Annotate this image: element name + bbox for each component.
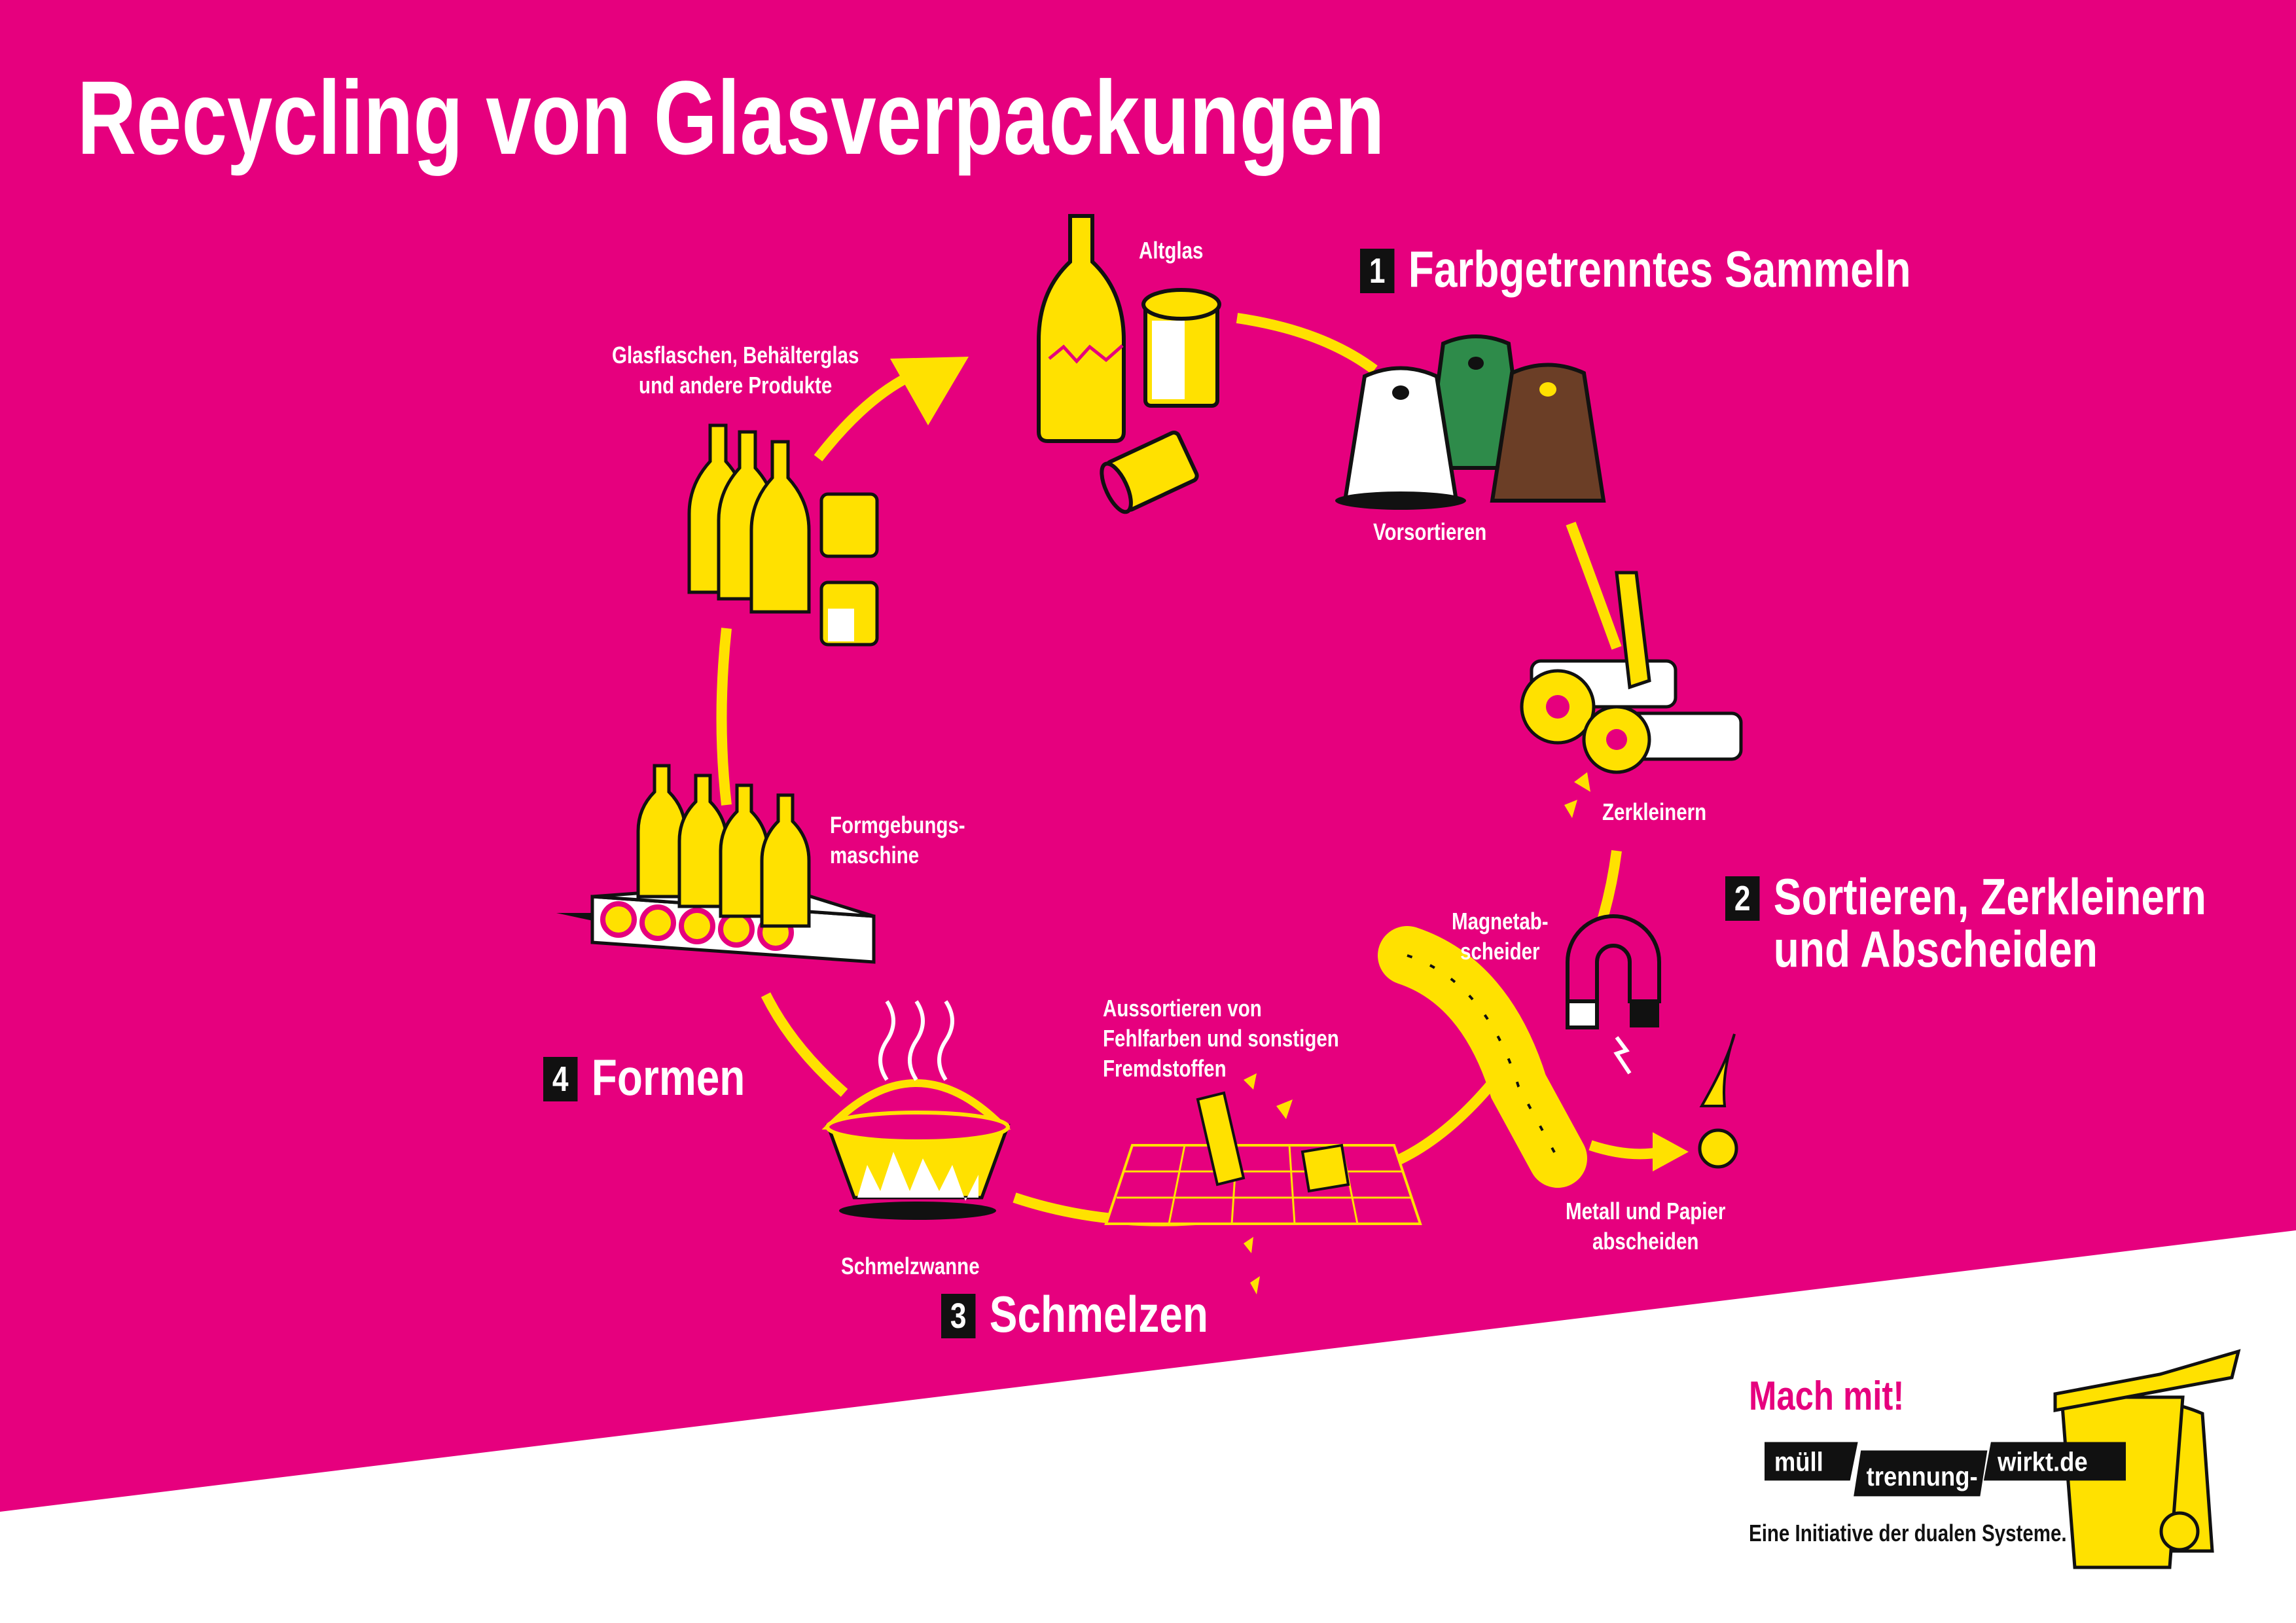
fallen-jar-icon xyxy=(1100,431,1199,514)
cycle-arrowhead xyxy=(890,357,969,425)
label-magnetabscheider: Magnetab-scheider xyxy=(1452,906,1549,967)
step-3-title: Schmelzen xyxy=(989,1285,1208,1343)
label-metall-papier: Metall und Papier abscheiden xyxy=(1566,1196,1725,1257)
step-1-heading: 1 Farbgetrenntes Sammeln xyxy=(1360,239,1911,300)
muelltrennung-logo: müll trennung- wirkt.de xyxy=(1765,1442,2126,1497)
step-4-number: 4 xyxy=(543,1057,578,1101)
conveyor-tube-icon xyxy=(1378,926,1587,1188)
metal-paper-output-icon xyxy=(1588,1033,1738,1171)
step-4-title: Formen xyxy=(591,1048,745,1106)
forming-machine-icon xyxy=(556,764,876,964)
white-bin-icon xyxy=(1335,366,1466,510)
magnet-icon xyxy=(1566,914,1661,1075)
label-aussort-line-2: Fehlfarben und sonstigen xyxy=(1103,1025,1339,1052)
step-2-title-line-2: und Abscheiden xyxy=(1773,920,2098,978)
sorting-grid-icon xyxy=(1104,1073,1422,1294)
label-magnet-line-2: scheider xyxy=(1460,938,1540,965)
melting-tank-icon xyxy=(821,1000,1011,1220)
label-magnet-line-1: Magnetab- xyxy=(1452,908,1549,935)
step-1-number: 1 xyxy=(1360,249,1395,293)
yellow-bin-icon xyxy=(2053,1349,2241,1569)
label-altglas: Altglas xyxy=(1139,237,1204,264)
shredder-icon xyxy=(1520,571,1743,818)
step-2-number: 2 xyxy=(1725,876,1760,921)
logo-part-3: wirkt.de xyxy=(1997,1448,2088,1477)
step-3-heading: 3 Schmelzen xyxy=(941,1284,1208,1346)
label-formgebung: Formgebungs-maschine xyxy=(830,810,965,870)
logo-part-1: müll xyxy=(1774,1448,1823,1477)
label-aussort-line-3: Fremdstoffen xyxy=(1103,1055,1227,1082)
step-2-title-line-1: Sortieren, Zerkleinern xyxy=(1773,868,2206,925)
step-3-number: 3 xyxy=(941,1294,976,1338)
label-form-line-1: Formgebungs- xyxy=(830,812,965,838)
step-1-title: Farbgetrenntes Sammeln xyxy=(1408,240,1911,298)
label-form-line-2: maschine xyxy=(830,842,920,868)
brown-bin-icon xyxy=(1490,363,1606,503)
label-metall-line-1: Metall und Papier xyxy=(1566,1198,1726,1224)
finished-bottles-icon xyxy=(687,423,879,647)
label-vorsortieren: Vorsortieren xyxy=(1373,518,1487,545)
label-glasflaschen: Glasflaschen, Behälterglas und andere Pro… xyxy=(612,340,859,401)
label-glas-line-1: Glasflaschen, Behälterglas xyxy=(612,342,859,368)
label-aussort-line-1: Aussortieren von xyxy=(1103,995,1262,1022)
page-title: Recycling von Glasverpackungen xyxy=(77,59,1385,176)
label-schmelzwanne: Schmelzwanne xyxy=(841,1253,980,1279)
label-zerkleinern: Zerkleinern xyxy=(1602,798,1707,825)
altglas-jar-icon xyxy=(1141,288,1221,408)
step-4-heading: 4 Formen xyxy=(543,1047,745,1109)
label-metall-line-2: abscheiden xyxy=(1592,1228,1699,1255)
altglas-bottle-icon xyxy=(1037,214,1126,443)
label-glas-line-2: und andere Produkte xyxy=(639,372,833,399)
logo-part-2: trennung- xyxy=(1867,1462,1978,1491)
jar-highlights xyxy=(828,609,854,641)
cta-mach-mit: Mach mit! xyxy=(1749,1374,1905,1419)
initiative-tagline: Eine Initiative der dualen Systeme. xyxy=(1749,1520,2067,1546)
